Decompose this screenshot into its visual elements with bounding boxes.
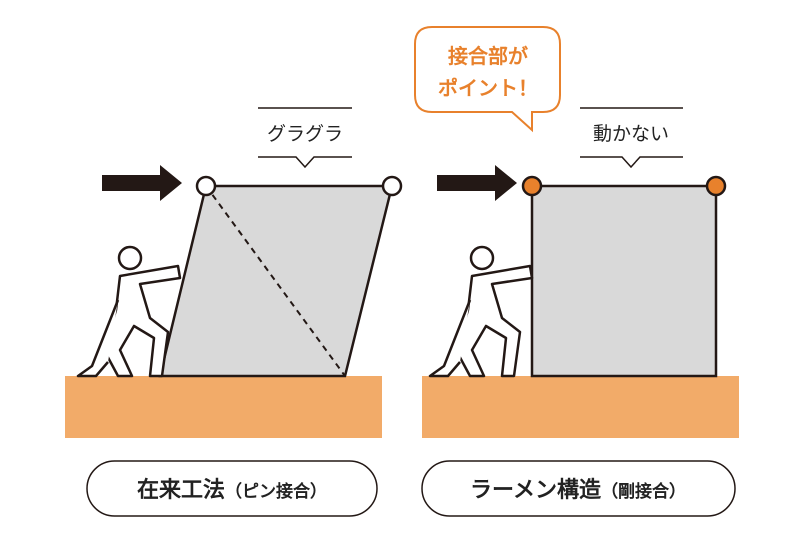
right-title-pill [421,460,736,517]
pushing-person-icon [76,245,182,378]
left-state-text: グラグラ [267,123,343,145]
right-panel: 動かない 接合部が ポイント！ ラーメン構造（剛接合） [414,26,739,517]
right-ground [422,376,739,438]
callout-line-2: ポイント！ [438,76,538,100]
left-title-main: 在来工法 [137,477,225,503]
left-title-pill [86,460,378,517]
left-state-label: グラグラ [258,107,352,169]
left-title-sub: （ピン接合） [225,481,327,502]
rigid-joint-icon [521,175,543,197]
callout-bubble: 接合部が ポイント！ [414,26,561,133]
right-title: ラーメン構造（剛接合） [470,477,686,503]
pin-joint-icon [195,175,217,197]
right-title-sub: （剛接合） [601,481,686,502]
rigid-joint-icon [705,175,727,197]
force-arrow-icon [102,165,182,201]
left-ground [65,376,382,438]
right-state-text: 動かない [593,123,669,145]
force-arrow-icon [437,165,517,201]
right-title-main: ラーメン構造 [470,477,601,503]
left-title: 在来工法（ピン接合） [137,477,327,503]
right-state-label: 動かない [580,107,683,169]
right-wall-rigid [530,184,718,378]
left-panel: グラグラ 在来工法（ピン接合） [65,107,403,517]
left-wall-deformed [158,184,394,378]
callout-line-1: 接合部が [448,44,528,68]
pin-joint-icon [381,175,403,197]
pushing-person-icon [428,245,534,378]
